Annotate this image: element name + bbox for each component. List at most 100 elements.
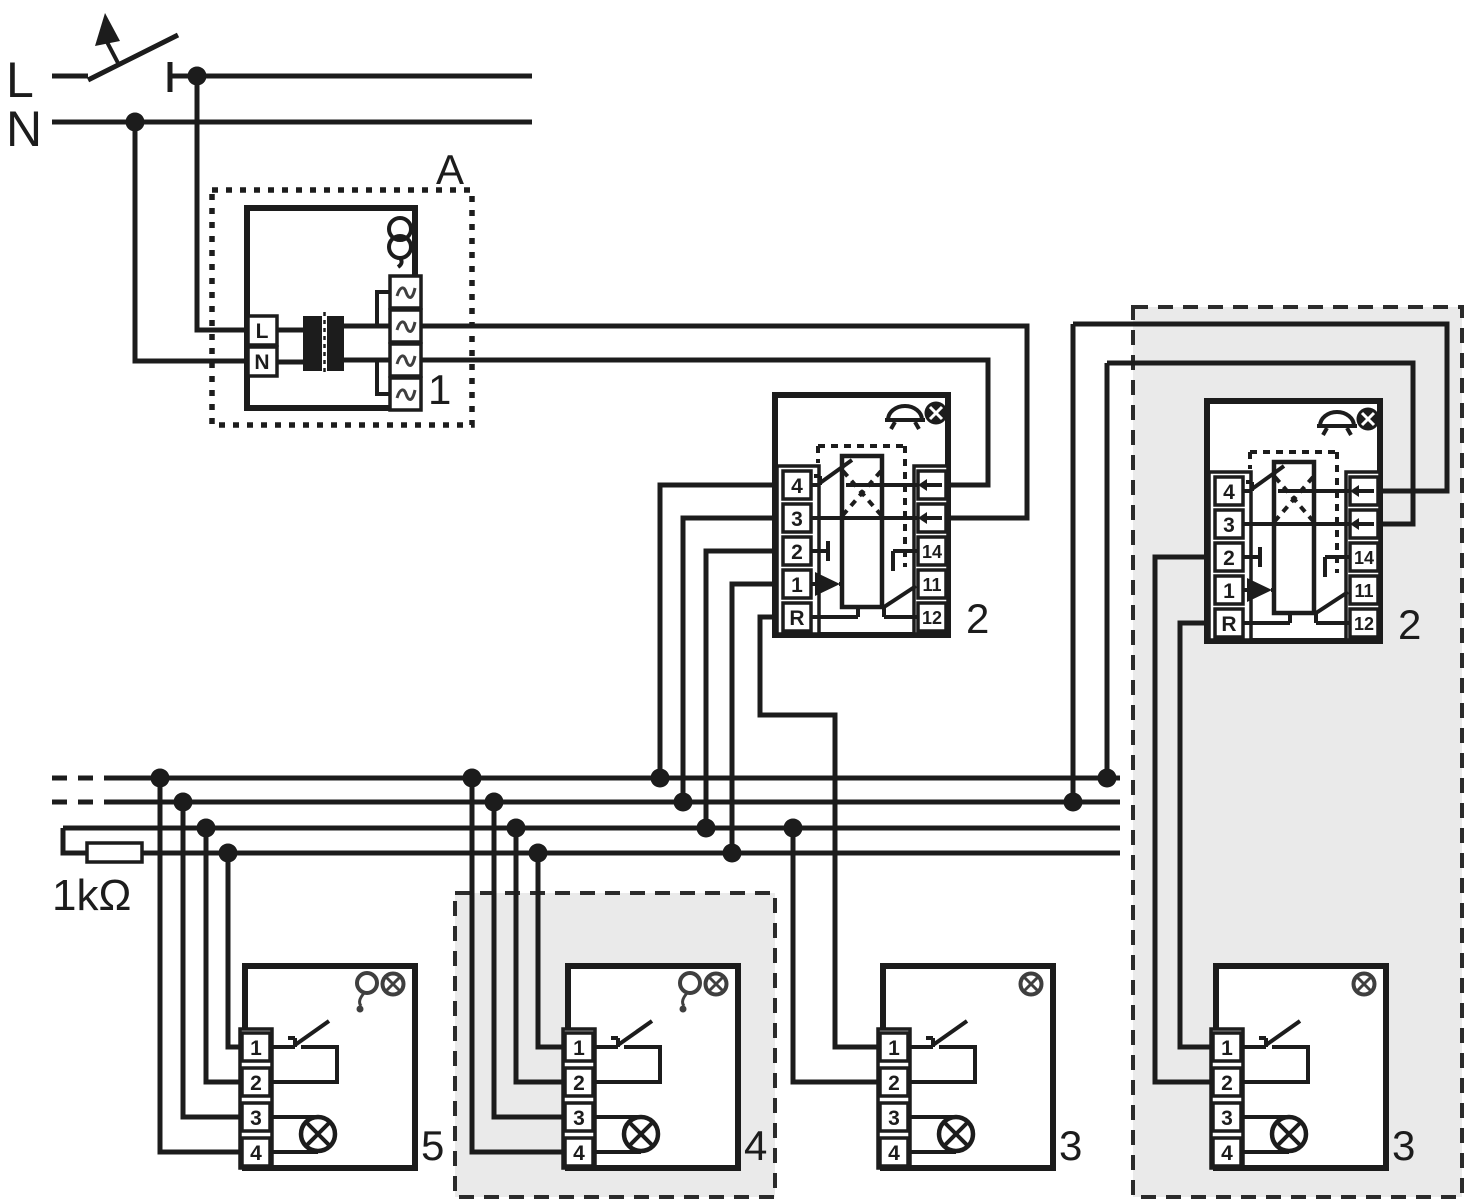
ac-sine-icon [395,388,417,401]
door-station-label: 5 [421,1122,444,1169]
tap-station5-t1 [225,853,240,1050]
terminal-N-label: N [254,351,269,374]
door-station-4: 1 2 3 4 4 [561,963,767,1171]
station2-terminal1-wire [729,581,777,853]
lamp-indicator-icon [380,971,406,997]
door-station-label: 3 [1392,1122,1415,1169]
station2-release-wire [757,614,878,1050]
tap-station5-t3 [180,802,240,1120]
relay-contact [882,584,918,619]
cross-connection-dashed [1273,475,1315,523]
tap-station4-t1 [535,853,563,1050]
lamp-indicator-icon [703,971,729,997]
tap-station4-t4 [469,778,563,1155]
door-station-3-center: 1 2 3 4 3 [876,963,1082,1171]
supply-wires [421,321,1450,802]
ac-output-terminals [375,274,423,412]
terminal-bracket-upper [375,290,390,328]
relay-contact [1314,590,1350,625]
terminal-R-label: R [1221,613,1236,636]
terminal-3-label: 3 [250,1107,262,1130]
lamp-circle-x-icon [593,1114,661,1154]
tap-station4-t2 [513,828,563,1085]
terminal-1-label: 1 [888,1037,900,1060]
lamp-indicator-icon [1351,971,1377,997]
door-station-label: 3 [1059,1122,1082,1169]
cross-connection-dashed [841,469,883,517]
terminal-11-label: 11 [1354,581,1373,601]
resistor-value-label: 1kΩ [52,871,131,920]
power-supply-label: 1 [428,366,451,413]
terminal-1-label: 1 [250,1037,262,1060]
speaker-triangle-icon [1247,578,1272,602]
electronics-block [839,453,885,610]
terminal-4-label: 4 [250,1142,262,1165]
ac-sine-icon [395,320,417,333]
terminal-3-label: 3 [888,1107,900,1130]
terminal-12-label: 12 [922,608,942,628]
terminal-R-label: R [789,607,804,630]
transformer-secondary-winding [327,316,344,371]
bus-terminator-wrap [60,828,87,856]
indoor-station-label: 2 [966,595,989,642]
lamp-circle-x-icon [1241,1114,1309,1154]
station2-terminal4-wire [657,482,777,778]
tap-station5-t4 [157,778,240,1155]
internal-circuit [1243,464,1350,625]
terminal-4-label: 4 [791,475,803,498]
terminal-3-label: 3 [791,508,803,531]
power-supply-unit-1: L N [244,205,423,412]
n-drop-to-psu [132,122,248,364]
key-release-icon [678,971,702,1013]
primary-connections [277,327,303,365]
terminal-2-label: 2 [888,1072,900,1095]
l-drop-to-psu [194,76,248,333]
terminal-14-label: 14 [1354,548,1374,568]
door-station-label: 4 [744,1122,767,1169]
terminal-2-label: 2 [573,1072,585,1095]
tap-station3-center-t2 [790,828,878,1085]
terminal-2-label: 2 [1221,1072,1233,1095]
door-station-3-right: 1 2 3 4 3 [1209,963,1415,1171]
speaker-triangle-icon [815,572,840,596]
bell-icon [885,404,925,430]
terminal-1-label: 1 [1223,580,1235,603]
psu-output-wire-1 [421,323,1030,521]
ac-sine-icon [395,286,417,299]
line-label: L [6,52,34,108]
psu-output-wire-2 [421,357,991,488]
lamp-circle-x-icon [1356,407,1380,431]
terminal-L-label: L [256,320,269,343]
terminal-4-label: 4 [888,1142,900,1165]
call-button-contact [270,1019,339,1084]
junction-dots [125,66,1117,863]
arrow-left-icon [918,479,942,524]
terminal-3-label: 3 [1221,1107,1233,1130]
mains-switch-blade [86,32,180,83]
indoor-station-2-center: 4 3 2 1 R 14 11 12 [772,392,989,642]
bell-icon [1317,410,1357,436]
key-release-icon [355,971,379,1013]
arrow-left-icon [1350,485,1374,530]
terminal-bracket-lower [375,358,390,396]
bus-lines [52,775,1120,864]
terminal-3-label: 3 [1223,514,1235,537]
station2r-terminal2-wire [1152,554,1211,1085]
actuation-arrow-icon [95,13,120,64]
indoor-station-label: 2 [1398,601,1421,648]
control-line-dashed [1248,450,1339,573]
tap-station4-t3 [491,802,563,1120]
terminal-4-label: 4 [573,1142,585,1165]
group-a-dashed-box [209,187,475,428]
terminating-resistor [85,841,144,864]
call-button-contact [908,1019,977,1084]
neutral-label: N [6,101,42,157]
lamp-indicator-icon [1018,971,1044,997]
terminal-4-label: 4 [1223,481,1235,504]
terminal-1-label: 1 [791,574,803,597]
call-button-contact [1241,1019,1310,1084]
station2-terminal3-wire [680,515,777,802]
electronics-block [1271,459,1317,616]
